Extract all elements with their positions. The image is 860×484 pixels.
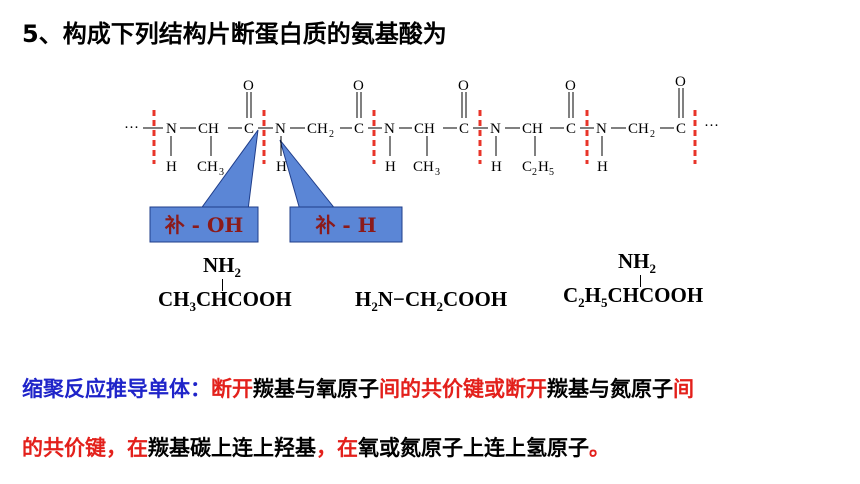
atom-n3: N bbox=[384, 121, 395, 137]
description-line-2: 的共价键，在羰基碳上连上羟基，在氧或氮原子上连上氢原子。 bbox=[22, 432, 610, 462]
monomer-1-formula: CH3CHCOOH bbox=[158, 287, 292, 315]
desc-1-seg-4: 断开 bbox=[505, 377, 547, 401]
atom-ch3a: CH bbox=[197, 159, 218, 175]
callout-pointer-right bbox=[279, 139, 338, 211]
atom-h1: H bbox=[166, 159, 177, 175]
monomer-3-bond bbox=[640, 275, 641, 287]
atom-ch3: CH bbox=[414, 121, 435, 137]
dots-left: ··· bbox=[124, 120, 139, 136]
atom-ch4: CH bbox=[522, 121, 543, 137]
atom-ch3b-sub: 3 bbox=[435, 167, 440, 178]
atom-h4: H bbox=[491, 159, 502, 175]
desc-2-seg-4: 在 bbox=[337, 436, 358, 460]
atom-c5: C bbox=[676, 121, 686, 137]
desc-2-seg-1: 在 bbox=[127, 436, 148, 460]
atom-ch3b: CH bbox=[413, 159, 434, 175]
desc-1-seg-5: 羰基与氮原子 bbox=[547, 377, 673, 401]
desc-1-seg-2: 羰基与氧原子 bbox=[253, 377, 379, 401]
description-line-1: 缩聚反应推导单体：断开羰基与氧原子间的共价键或断开羰基与氮原子间 bbox=[22, 373, 694, 403]
atom-ch3a-sub: 3 bbox=[219, 167, 224, 178]
cut-markers bbox=[152, 110, 697, 164]
monomer-3-formula: C2H5CHCOOH bbox=[563, 283, 704, 311]
atom-n1: N bbox=[166, 121, 177, 137]
atom-c2h5-c: C bbox=[522, 159, 532, 175]
callout-label-right: 补 - H bbox=[314, 213, 376, 237]
peptide-chain-diagram: 补 - OH 补 - H ··· N bbox=[124, 74, 719, 243]
dots-right: ··· bbox=[704, 118, 719, 134]
atom-o5: O bbox=[675, 74, 686, 90]
atom-ch2-sub: 2 bbox=[329, 129, 334, 140]
atom-o1: O bbox=[243, 78, 254, 94]
atom-ch5-sub: 2 bbox=[650, 129, 655, 140]
atom-o4: O bbox=[565, 78, 576, 94]
desc-2-seg-6: 。 bbox=[589, 436, 610, 460]
monomer-3-amino: NH2 bbox=[618, 249, 656, 277]
atom-h3: H bbox=[385, 159, 396, 175]
page-title: 5、构成下列结构片断蛋白质的氨基酸为 bbox=[22, 20, 447, 48]
atom-c2h5-sub5: 5 bbox=[549, 167, 554, 178]
atom-n5: N bbox=[596, 121, 607, 137]
atom-c1: C bbox=[244, 121, 254, 137]
desc-1-seg-3: 间的共价键或 bbox=[379, 377, 505, 401]
desc-2-seg-3: ， bbox=[316, 436, 337, 460]
atom-ch1: CH bbox=[198, 121, 219, 137]
atom-c3: C bbox=[459, 121, 469, 137]
atom-ch2: CH bbox=[307, 121, 328, 137]
atom-n2: N bbox=[275, 121, 286, 137]
desc-2-seg-0: 的共价键， bbox=[22, 436, 127, 460]
desc-1-seg-6: 间 bbox=[673, 377, 694, 401]
desc-1-seg-1: 断开 bbox=[211, 377, 253, 401]
atom-h5: H bbox=[597, 159, 608, 175]
atom-c2h5-sub2: 2 bbox=[532, 167, 537, 178]
atom-ch5: CH bbox=[628, 121, 649, 137]
atom-h2: H bbox=[276, 159, 287, 175]
atom-n4: N bbox=[490, 121, 501, 137]
callout-box-left bbox=[149, 206, 259, 243]
callout-box-right bbox=[289, 206, 403, 243]
atom-o2: O bbox=[353, 78, 364, 94]
desc-2-seg-5: 氧或氮原子上连上氢原子 bbox=[358, 436, 589, 460]
desc-1-seg-0: 缩聚反应推导单体： bbox=[22, 377, 211, 401]
atom-c2h5-h: H bbox=[538, 159, 549, 175]
chain-bonds bbox=[143, 88, 684, 156]
monomer-2-formula: H2N−CH2COOH bbox=[355, 287, 508, 315]
atom-o3: O bbox=[458, 78, 469, 94]
callout-label-left: 补 - OH bbox=[164, 213, 244, 237]
monomer-1-bond bbox=[222, 279, 223, 291]
atom-c4: C bbox=[566, 121, 576, 137]
monomer-1-amino: NH2 bbox=[203, 253, 241, 281]
desc-2-seg-2: 羰基碳上连上羟基 bbox=[148, 436, 316, 460]
atom-c2: C bbox=[354, 121, 364, 137]
